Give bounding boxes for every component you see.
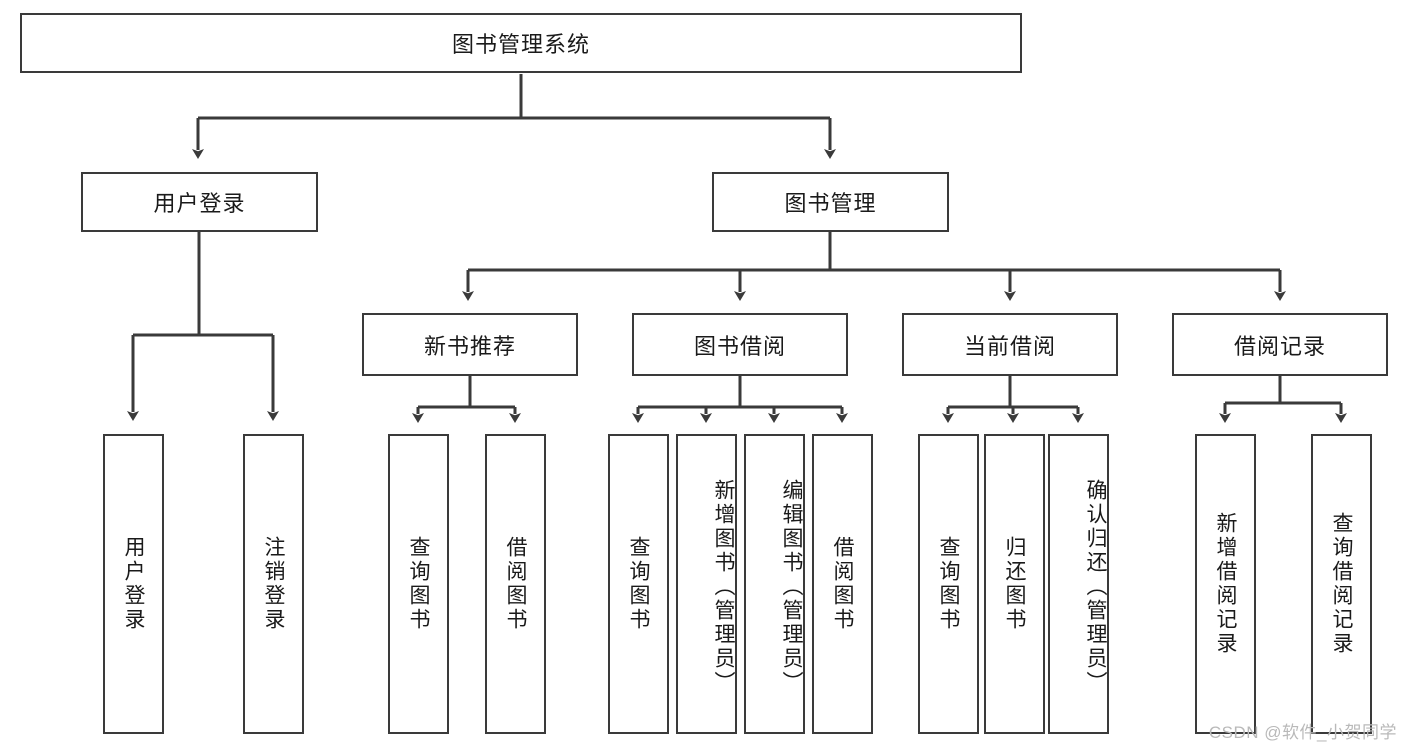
node-new-book-recommend[interactable]: 新书推荐 xyxy=(362,313,578,376)
node-leaf-query-book-3-label: 查询图书 xyxy=(937,536,961,632)
node-book-manage-label: 图书管理 xyxy=(784,191,877,216)
node-leaf-edit-book-label: 编辑图书（管理员） xyxy=(780,479,803,695)
node-leaf-query-book-1[interactable]: 查询图书 xyxy=(388,434,449,734)
node-leaf-borrow-book-2-label: 借阅图书 xyxy=(831,536,855,632)
node-user-login-label: 用户登录 xyxy=(153,191,246,216)
node-leaf-add-book[interactable]: 新增图书（管理员） xyxy=(676,434,737,734)
node-leaf-borrow-book-2[interactable]: 借阅图书 xyxy=(812,434,873,734)
node-leaf-confirm-return-label: 确认归还（管理员） xyxy=(1084,479,1107,695)
node-current-borrow-label: 当前借阅 xyxy=(963,333,1056,359)
node-current-borrow[interactable]: 当前借阅 xyxy=(902,313,1118,376)
node-leaf-edit-book[interactable]: 编辑图书（管理员） xyxy=(744,434,805,734)
watermark-text: CSDN @软件_小贺同学 xyxy=(1208,723,1397,742)
node-book-borrow[interactable]: 图书借阅 xyxy=(632,313,848,376)
node-borrow-record[interactable]: 借阅记录 xyxy=(1172,313,1388,376)
node-leaf-confirm-return[interactable]: 确认归还（管理员） xyxy=(1048,434,1109,734)
node-leaf-user-login[interactable]: 用户登录 xyxy=(103,434,164,734)
node-leaf-user-login-label: 用户登录 xyxy=(122,536,146,632)
node-book-manage[interactable]: 图书管理 xyxy=(712,172,949,232)
node-leaf-query-record[interactable]: 查询借阅记录 xyxy=(1311,434,1372,734)
node-leaf-query-record-label: 查询借阅记录 xyxy=(1330,512,1354,656)
node-leaf-add-record-label: 新增借阅记录 xyxy=(1214,512,1238,656)
node-root[interactable]: 图书管理系统 xyxy=(20,13,1022,73)
node-book-borrow-label: 图书借阅 xyxy=(693,333,786,359)
node-root-label: 图书管理系统 xyxy=(451,32,590,57)
node-leaf-logout-login[interactable]: 注销登录 xyxy=(243,434,304,734)
node-leaf-query-book-2[interactable]: 查询图书 xyxy=(608,434,669,734)
node-leaf-query-book-3[interactable]: 查询图书 xyxy=(918,434,979,734)
node-leaf-add-book-label: 新增图书（管理员） xyxy=(712,479,735,695)
node-leaf-borrow-book-1-label: 借阅图书 xyxy=(504,536,528,632)
node-borrow-record-label: 借阅记录 xyxy=(1233,333,1326,359)
node-new-book-recommend-label: 新书推荐 xyxy=(423,333,516,359)
node-leaf-logout-login-label: 注销登录 xyxy=(262,536,286,632)
node-leaf-query-book-2-label: 查询图书 xyxy=(627,536,651,632)
node-leaf-query-book-1-label: 查询图书 xyxy=(407,536,431,632)
node-user-login[interactable]: 用户登录 xyxy=(81,172,318,232)
node-leaf-borrow-book-1[interactable]: 借阅图书 xyxy=(485,434,546,734)
node-leaf-return-book-label: 归还图书 xyxy=(1003,536,1027,632)
node-leaf-return-book[interactable]: 归还图书 xyxy=(984,434,1045,734)
node-leaf-add-record[interactable]: 新增借阅记录 xyxy=(1195,434,1256,734)
